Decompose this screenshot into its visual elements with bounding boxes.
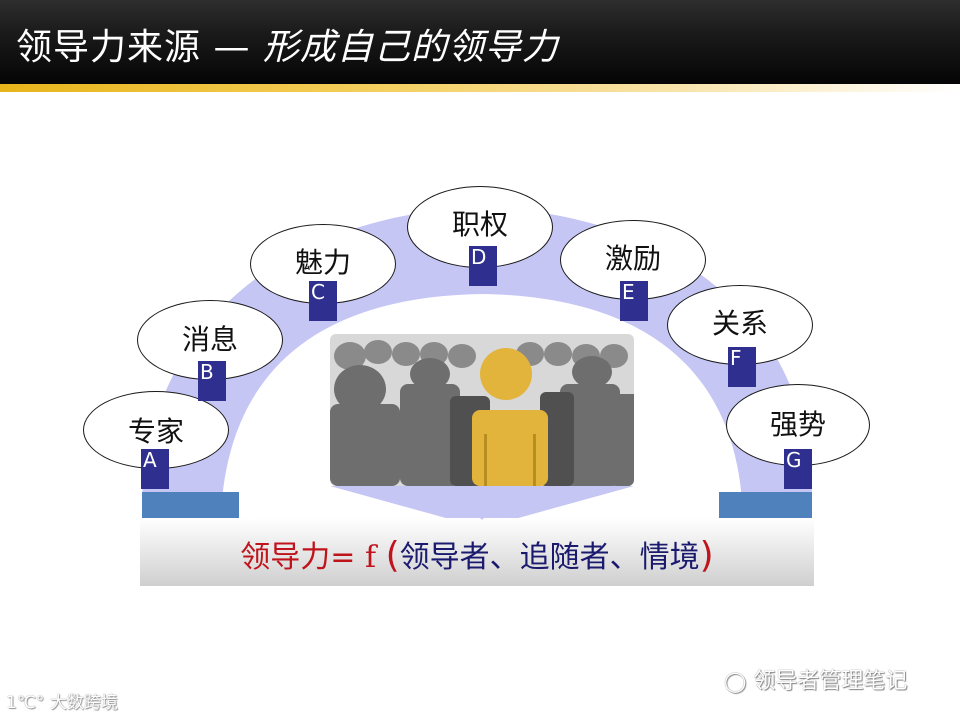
bubble-label: 强势 (769, 408, 826, 441)
header-accent-bar (0, 84, 960, 92)
wechat-watermark: ◯ 领导者管理笔记 (724, 663, 907, 695)
formula-function: f (364, 540, 377, 575)
source-watermark: 1℃° 大数跨境 (6, 688, 118, 713)
arrow-chevron-tip (480, 518, 484, 520)
formula-open-paren: ( (385, 535, 400, 576)
brand-logo-icon: 1℃° (6, 693, 45, 713)
source-badge-c: C (309, 281, 337, 321)
source-bubble-information: 消息 (137, 300, 283, 380)
bubble-label: 关系 (711, 307, 768, 340)
formula-close-paren: ) (699, 535, 714, 576)
title-subtitle: 形成自己的领导力 (262, 27, 559, 68)
formula-box: 领导力= f (领导者、追随者、情境) (140, 518, 814, 586)
source-badge-f: F (728, 347, 756, 387)
bubble-label: 专家 (127, 415, 184, 448)
base-bar-right (719, 492, 812, 518)
base-bar-left (142, 492, 239, 518)
source-badge-e: E (620, 281, 648, 321)
source-badge-d: D (469, 246, 497, 286)
slide-title: 领导力来源 — 形成自己的领导力 (16, 18, 559, 70)
source-badge-b: B (198, 361, 226, 401)
wechat-icon: ◯ (724, 669, 747, 693)
watermark-account-name: 领导者管理笔记 (753, 669, 908, 694)
bubble-label: 激励 (604, 242, 661, 275)
source-badge-g: G (784, 449, 812, 489)
bubble-label: 消息 (181, 323, 238, 356)
source-badge-a: A (141, 449, 169, 489)
formula-args: 领导者、追随者、情境 (399, 540, 700, 575)
formula-lhs: 领导力= (240, 540, 356, 575)
bubble-label: 职权 (451, 208, 508, 241)
slide-header: 领导力来源 — 形成自己的领导力 (0, 0, 960, 84)
leader-crowd-image (330, 334, 634, 486)
leadership-formula: 领导力= f (领导者、追随者、情境) (140, 532, 814, 576)
crowd-illustration-icon (330, 334, 634, 486)
arrow-chevron (330, 486, 634, 528)
bubble-label: 魅力 (294, 246, 351, 279)
watermark-brand-name: 大数跨境 (49, 693, 118, 713)
title-main: 领导力来源 — (16, 27, 251, 68)
